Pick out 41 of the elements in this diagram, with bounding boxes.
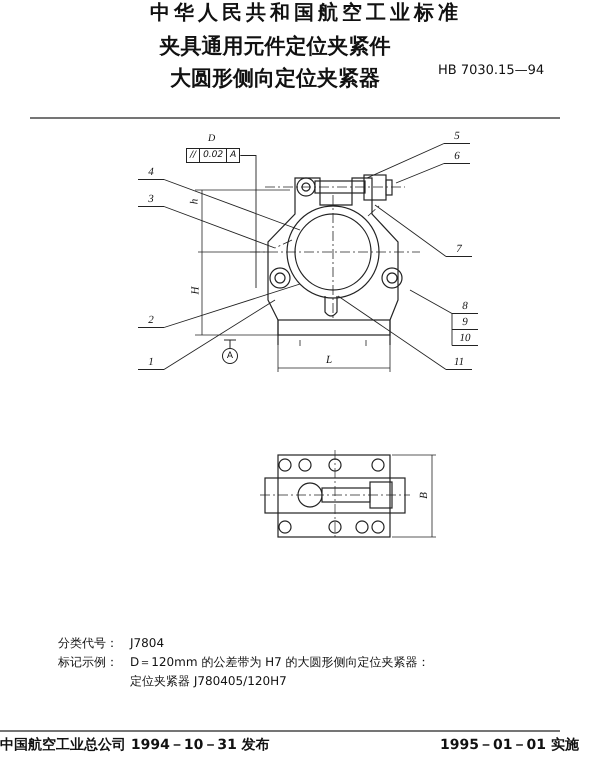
dimension-label: h bbox=[189, 198, 200, 204]
marking-example: 定位夹紧器 J780405/120H7 bbox=[130, 675, 287, 687]
callout-number: 6 bbox=[444, 150, 470, 164]
leader-line bbox=[410, 290, 452, 314]
dimension-label: L bbox=[326, 355, 332, 366]
callout-number: 2 bbox=[138, 314, 164, 328]
header-text: 中华人民共和国航空工业标准 bbox=[150, 2, 462, 22]
title: 夹具通用元件定位夹紧件大圆形侧向定位夹紧器 bbox=[158, 33, 392, 92]
tolerance-value: 0.02 bbox=[199, 149, 226, 162]
field-label: 分类代号： bbox=[58, 637, 118, 649]
issue-date: 中国航空工业总公司 1994－10－31 发布 bbox=[0, 738, 270, 752]
leader-line bbox=[164, 300, 276, 370]
leader-line bbox=[366, 143, 444, 178]
marking-example: D＝120mm 的公差带为 H7 的大圆形侧向定位夹紧器： bbox=[130, 656, 430, 668]
leader-line bbox=[374, 204, 446, 257]
leader-line bbox=[164, 179, 300, 230]
callout-number: 5 bbox=[444, 130, 470, 144]
datum-letter: A bbox=[226, 149, 240, 162]
leader-line bbox=[164, 284, 300, 328]
parallelism-symbol: // bbox=[188, 149, 198, 162]
leader-line bbox=[338, 296, 446, 370]
callout-number: 1 bbox=[138, 356, 164, 370]
callout-number: 3 bbox=[138, 193, 164, 207]
dimension-label: B bbox=[418, 492, 430, 499]
classification-code: J7804 bbox=[130, 637, 164, 649]
effective-date: 1995－01－01 实施 bbox=[440, 738, 579, 752]
leader-line bbox=[164, 206, 276, 248]
field-label: 标记示例： bbox=[58, 656, 118, 668]
callout-number: 9 bbox=[452, 316, 478, 330]
callout-number: 10 bbox=[452, 332, 478, 346]
leader-line bbox=[240, 155, 256, 288]
callout-number: 8 bbox=[452, 300, 478, 314]
datum-symbol: A bbox=[222, 348, 238, 364]
callout-number: 11 bbox=[446, 356, 472, 370]
dimension-label: H bbox=[190, 286, 202, 294]
surface-label: D bbox=[208, 134, 216, 144]
leader-line bbox=[396, 163, 444, 184]
tolerance-frame bbox=[186, 148, 240, 163]
callout-number: 7 bbox=[446, 243, 472, 257]
standard-number: HB 7030.15—94 bbox=[438, 64, 544, 77]
callout-number: 4 bbox=[138, 166, 164, 180]
